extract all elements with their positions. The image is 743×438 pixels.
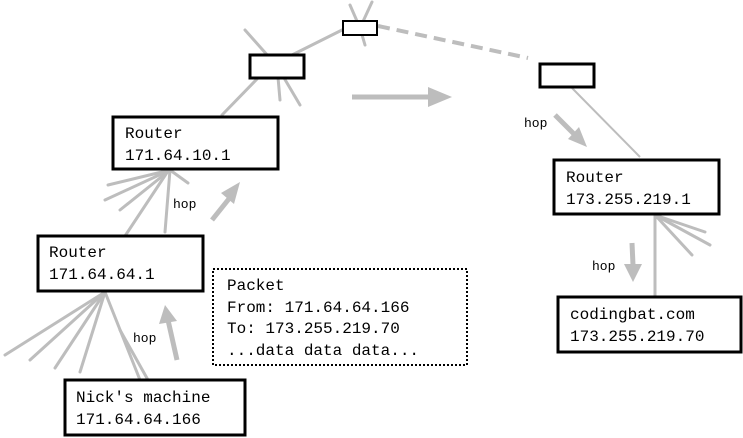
hop-arrow-1 [165,319,180,361]
link-line [163,168,172,234]
link-line [653,213,712,247]
host-label: Nick's machine [76,389,210,407]
link-node-node [290,28,344,57]
link-line [3,290,107,357]
packet: Packet From: 171.64.64.166 To: 173.255.2… [212,268,468,366]
codingbat-server: codingbat.com 173.255.219.70 [556,295,743,354]
hop-label: hop [592,259,615,274]
router-box-unlabeled [538,62,596,89]
link-nick-router1 [118,328,150,382]
link-line [168,168,190,185]
router-ip: 171.64.64.1 [49,266,155,284]
hop-arrow-3 [553,113,577,137]
router-label: Router [49,244,107,262]
router-ip: 173.255.219.1 [566,191,691,209]
link-line [103,168,172,202]
host-ip: 173.255.219.70 [570,328,704,346]
link-node-router3 [571,87,641,158]
packet-box [212,268,468,366]
hop-arrow-4 [629,242,636,266]
link-line [106,168,172,187]
hop-label: hop [524,116,547,131]
link-line [653,213,694,257]
link-line [78,290,107,374]
arrow-head-icon [624,264,642,282]
link-line [653,213,707,234]
link-router1-router2 [123,166,172,238]
packet-to: To: 173.255.219.70 [227,320,400,338]
host-box [556,295,743,354]
host-ip: 171.64.64.166 [76,411,201,429]
router-171-64-64-1: Router 171.64.64.1 [36,234,205,293]
arrow-head-icon [428,87,452,107]
router-label: Router [125,125,183,143]
hop-label: hop [133,331,156,346]
hop-arrows [159,87,642,361]
packet-body: ...data data data... [227,342,419,360]
link-line [53,290,107,370]
arrow-head-icon [221,182,240,204]
link-line [28,290,107,362]
router-box-unlabeled [342,20,378,36]
hop-label: hop [173,197,196,212]
router-box-unlabeled [248,53,306,80]
network-links [3,0,712,382]
link-router2-node [220,76,260,117]
host-label: codingbat.com [570,306,695,324]
arrow-head-icon [568,127,587,147]
router-box [552,158,721,216]
router-label: Router [566,169,624,187]
arrow-head-icon [159,305,177,324]
link-dashed [377,24,529,60]
router-box [111,115,280,171]
link-line [118,168,172,212]
router-ip: 171.64.10.1 [125,147,231,165]
router-173-255-219-1: Router 173.255.219.1 [552,158,721,216]
router-171-64-10-1: Router 171.64.10.1 [111,115,280,171]
nicks-machine: Nick's machine 171.64.64.166 [63,378,247,437]
host-box [63,378,247,437]
packet-from: From: 171.64.64.166 [227,299,409,317]
router-box [36,234,205,293]
packet-title: Packet [227,277,285,295]
